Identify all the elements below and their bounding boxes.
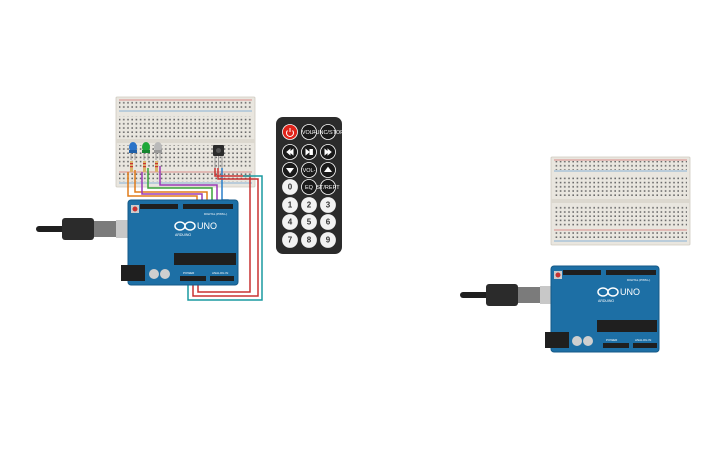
remote-button-5[interactable]: 5 (301, 214, 317, 230)
remote-button-3[interactable]: 3 (320, 197, 336, 213)
arduino-logo (174, 221, 196, 231)
resistor[interactable] (155, 161, 158, 172)
remote-button-label: 6 (326, 218, 331, 227)
up-icon (324, 166, 332, 172)
led-blue[interactable] (129, 142, 137, 160)
remote-button-0[interactable]: 0 (282, 179, 298, 195)
remote-button-6[interactable]: 6 (320, 214, 336, 230)
resistor[interactable] (130, 161, 133, 172)
remote-button-vol-[interactable]: VOL+ (301, 124, 317, 140)
remote-button-label: ST/REPT (316, 185, 340, 191)
remote-button-label: 3 (326, 201, 331, 210)
remote-button-label: 9 (326, 236, 331, 245)
play-pause-icon (305, 148, 313, 156)
remote-button-label: EQ (305, 185, 314, 191)
remote-button-label: 8 (307, 236, 312, 245)
model-label: UNO (197, 221, 217, 231)
remote-button-fast-forward[interactable] (320, 144, 336, 160)
digital-label: DIGITAL (PWM~) (627, 278, 650, 282)
led-green[interactable] (142, 142, 150, 160)
usb-cable[interactable] (36, 218, 138, 240)
remote-button-9[interactable]: 9 (320, 232, 336, 248)
power-icon (286, 128, 294, 137)
resistor[interactable] (143, 161, 146, 172)
remote-button-label: VOL- (303, 168, 316, 174)
remote-button-down[interactable] (282, 162, 298, 178)
remote-button-rewind[interactable] (282, 144, 298, 160)
ir-receiver[interactable] (213, 145, 224, 168)
remote-button-label: 2 (307, 201, 312, 210)
remote-button-label: VOL+ (302, 130, 316, 136)
model-label: UNO (620, 287, 640, 297)
remote-button-func-stop[interactable]: FUNC/STOP (312, 124, 344, 140)
remote-button-8[interactable]: 8 (301, 232, 317, 248)
remote-button-st-rept[interactable]: ST/REPT (316, 179, 340, 195)
remote-button-label: 1 (288, 201, 293, 210)
remote-button-up[interactable] (320, 162, 336, 178)
remote-button-label: 7 (288, 236, 293, 245)
remote-button-label: 4 (288, 218, 293, 227)
brand-label: ARDUINO (598, 299, 614, 303)
arduino-uno-board[interactable]: UNO ARDUINO DIGITAL (PWM~) POWER ANALOG … (545, 265, 660, 353)
remote-button-4[interactable]: 4 (282, 214, 298, 230)
remote-button-1[interactable]: 1 (282, 197, 298, 213)
arduino-logo (597, 287, 619, 297)
arduino-uno-board[interactable]: UNO ARDUINO DIGITAL (PWM~) POWER ANALOG … (121, 199, 239, 286)
led-white[interactable] (154, 142, 162, 160)
fast-forward-icon (324, 148, 332, 156)
rewind-icon (286, 148, 294, 156)
breadboard-left[interactable] (115, 96, 256, 188)
power-label: POWER (183, 271, 195, 275)
brand-label: ARDUINO (175, 233, 191, 237)
remote-button-label: 5 (307, 218, 312, 227)
remote-button-2[interactable]: 2 (301, 197, 317, 213)
power-label: POWER (606, 338, 618, 342)
remote-button-eq[interactable]: EQ (301, 179, 317, 195)
remote-button-label: 0 (288, 183, 293, 192)
analog-label: ANALOG IN (635, 338, 651, 342)
digital-label: DIGITAL (PWM~) (204, 212, 227, 216)
breadboard-right[interactable] (550, 156, 691, 246)
remote-button-label: FUNC/STOP (312, 130, 344, 136)
remote-button-play-pause[interactable] (301, 144, 317, 160)
down-icon (286, 168, 294, 174)
remote-button-vol-[interactable]: VOL- (301, 162, 317, 178)
remote-button-power[interactable] (282, 124, 298, 140)
usb-cable[interactable] (460, 284, 562, 306)
remote-button-7[interactable]: 7 (282, 232, 298, 248)
analog-label: ANALOG IN (212, 271, 228, 275)
